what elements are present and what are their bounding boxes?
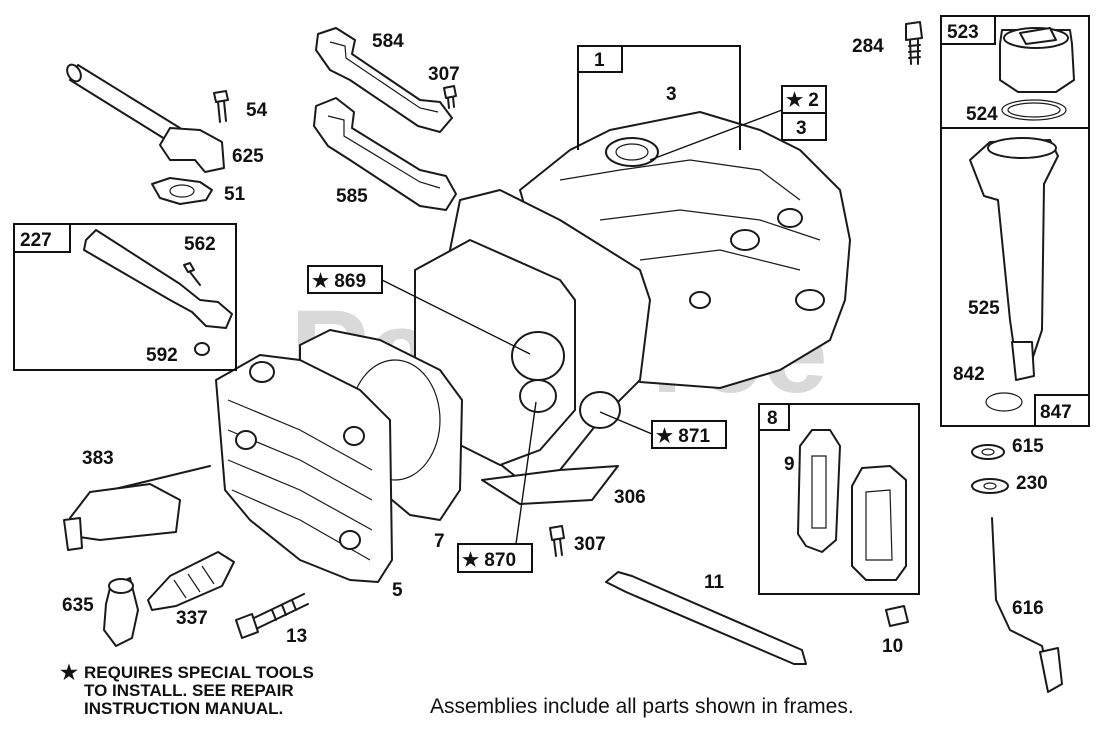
bolt-13-drawing <box>235 593 309 639</box>
label-592: 592 <box>146 345 178 366</box>
label-10: 10 <box>882 636 903 657</box>
label-306: 306 <box>614 487 646 508</box>
star-icon: ★ <box>60 662 78 684</box>
label-11: 11 <box>704 572 725 593</box>
label-585: 585 <box>336 186 368 207</box>
label-615: 615 <box>1012 436 1044 457</box>
breather-9-drawing <box>797 429 907 581</box>
gaskets-584-585-drawing <box>313 27 457 211</box>
screw-307-bottom-drawing <box>549 525 565 557</box>
label-616: 616 <box>1012 598 1044 619</box>
frame-8 <box>758 403 920 595</box>
label-625: 625 <box>232 146 264 167</box>
frame-label-8: 8 <box>767 408 778 429</box>
cylinder-head-5-drawing <box>215 354 393 583</box>
dipstick-616-drawing <box>991 517 1063 693</box>
label-307-bottom: 307 <box>574 534 606 555</box>
label-7: 7 <box>434 531 445 552</box>
label-337: 337 <box>176 608 208 629</box>
frame-label-523: 523 <box>947 22 979 43</box>
label-9: 9 <box>784 454 795 475</box>
gasket-51-drawing <box>151 177 213 205</box>
boot-635-drawing <box>103 577 139 647</box>
callout-box-871 <box>651 420 727 449</box>
bracket-562-drawing <box>83 229 233 356</box>
dipstick-11-drawing <box>605 571 807 665</box>
callout-label-870: ★ 870 <box>462 550 516 571</box>
label-307-top: 307 <box>428 64 460 85</box>
callout-box-869 <box>307 265 383 294</box>
screw-54-drawing <box>213 90 229 123</box>
label-54: 54 <box>246 100 268 121</box>
label-525: 525 <box>968 298 1000 319</box>
dipstick-tube-525-drawing <box>969 137 1059 412</box>
frame-847 <box>940 15 1090 427</box>
label-284: 284 <box>852 36 884 57</box>
cap-524-drawing <box>999 27 1075 121</box>
label-383: 383 <box>82 448 114 469</box>
label-524: 524 <box>966 104 998 125</box>
assemblies-footer-note: Assemblies include all parts shown in fr… <box>430 695 854 718</box>
label-13: 13 <box>286 626 307 647</box>
callout-label-2-sub: 3 <box>796 118 807 139</box>
callout-label-871: ★ 871 <box>656 426 710 447</box>
callout-label-869: ★ 869 <box>312 271 366 292</box>
label-635: 635 <box>62 595 94 616</box>
tube-383-drawing <box>63 465 211 551</box>
special-tools-text: REQUIRES SPECIAL TOOLS TO INSTALL. SEE R… <box>84 663 314 718</box>
frame-label-227: 227 <box>20 230 52 251</box>
label-3: 3 <box>666 84 677 105</box>
frame-1 <box>577 45 741 150</box>
label-584: 584 <box>372 31 404 52</box>
label-51: 51 <box>224 184 246 205</box>
frame-227 <box>13 223 237 371</box>
bolt-284-drawing <box>905 21 923 65</box>
gasket-306-drawing <box>481 465 619 505</box>
label-230: 230 <box>1016 473 1048 494</box>
label-5: 5 <box>392 580 403 601</box>
callout-label-2: ★ 2 <box>786 90 819 111</box>
leader-lines <box>381 43 958 545</box>
spark-plug-337-drawing <box>147 551 235 611</box>
label-842: 842 <box>953 364 985 385</box>
label-562: 562 <box>184 234 216 255</box>
callout-box-2 <box>781 85 827 141</box>
breather-tube-drawing <box>66 63 225 173</box>
washers-615-230-drawing <box>971 444 1009 494</box>
frame-label-847: 847 <box>1040 402 1072 423</box>
plug-10-drawing <box>885 605 909 627</box>
callout-box-870 <box>457 543 533 573</box>
screw-307-top-drawing <box>443 85 457 109</box>
frame-label-1: 1 <box>594 50 605 71</box>
